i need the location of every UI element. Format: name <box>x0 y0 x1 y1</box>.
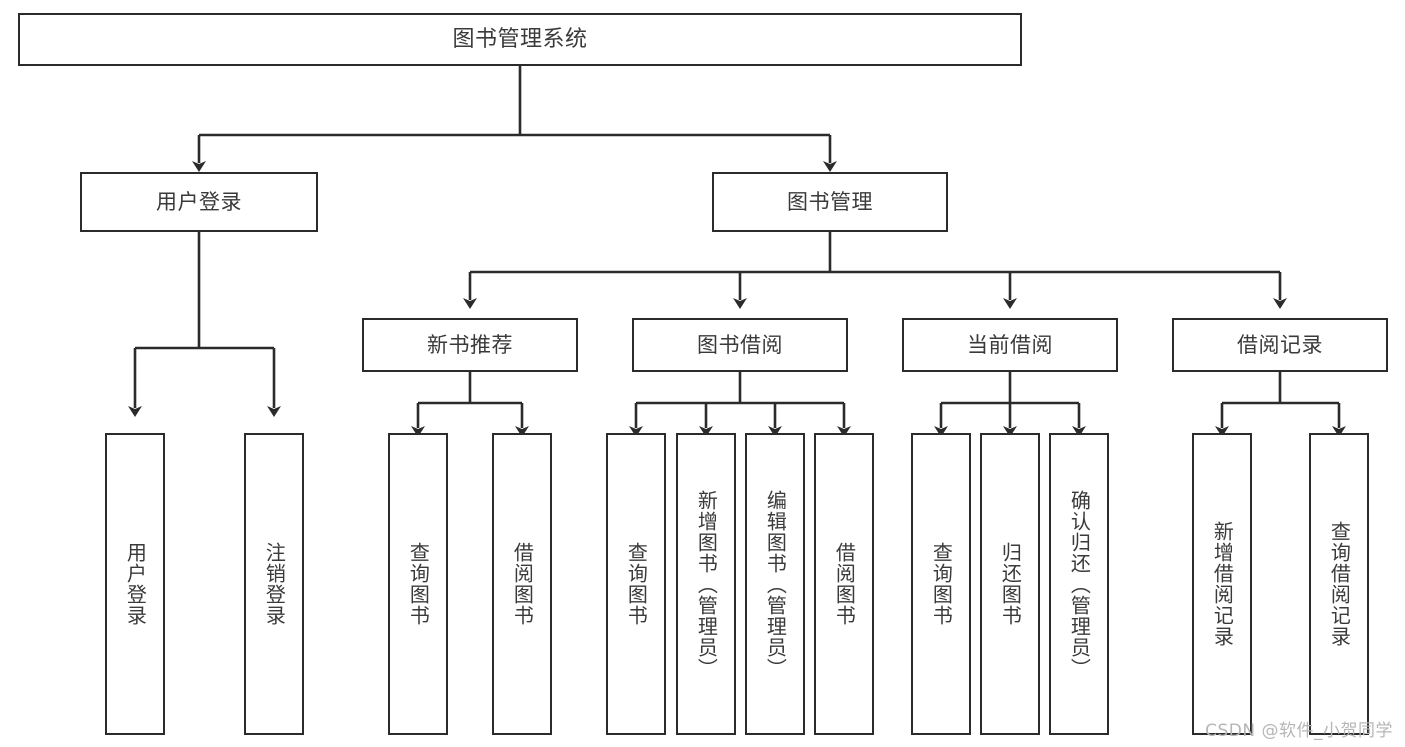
node-label: 当前借阅 <box>967 332 1053 357</box>
node-label: 编辑图书（管理员） <box>763 489 788 679</box>
node-root-book-management-system[interactable]: 图书管理系统 <box>18 13 1022 66</box>
leaf-new-book-borrow[interactable]: 借阅图书 <box>492 433 552 735</box>
node-label: 用户登录 <box>156 189 242 214</box>
node-user-login[interactable]: 用户登录 <box>80 172 318 232</box>
leaf-current-borrow-query[interactable]: 查询图书 <box>911 433 971 735</box>
node-label: 确认归还（管理员） <box>1067 489 1092 679</box>
leaf-user-login-login[interactable]: 用户登录 <box>105 433 165 735</box>
node-label: 查询图书 <box>406 542 431 626</box>
leaf-user-login-logout[interactable]: 注销登录 <box>244 433 304 735</box>
node-label: 图书管理系统 <box>452 26 588 52</box>
node-label: 新增图书（管理员） <box>694 489 719 679</box>
csdn-watermark: CSDN @软件_小贺同学 <box>1205 721 1393 741</box>
node-current-borrow[interactable]: 当前借阅 <box>902 318 1118 372</box>
node-label: 查询借阅记录 <box>1327 521 1352 647</box>
node-label: 新增借阅记录 <box>1210 521 1235 647</box>
node-label: 查询图书 <box>929 542 954 626</box>
leaf-book-borrow-query[interactable]: 查询图书 <box>606 433 666 735</box>
leaf-book-borrow-add[interactable]: 新增图书（管理员） <box>676 433 736 735</box>
node-label: 归还图书 <box>998 542 1023 626</box>
leaf-borrow-records-query[interactable]: 查询借阅记录 <box>1309 433 1369 735</box>
node-label: 图书管理 <box>787 189 873 214</box>
node-label: 借阅记录 <box>1237 332 1323 357</box>
node-book-borrow[interactable]: 图书借阅 <box>632 318 848 372</box>
node-label: 用户登录 <box>123 542 148 626</box>
node-new-book-recommend[interactable]: 新书推荐 <box>362 318 578 372</box>
node-label: 借阅图书 <box>510 542 535 626</box>
node-label: 查询图书 <box>624 542 649 626</box>
leaf-borrow-records-add[interactable]: 新增借阅记录 <box>1192 433 1252 735</box>
node-book-management[interactable]: 图书管理 <box>712 172 948 232</box>
leaf-new-book-query[interactable]: 查询图书 <box>388 433 448 735</box>
leaf-current-borrow-return[interactable]: 归还图书 <box>980 433 1040 735</box>
node-label: 新书推荐 <box>427 332 513 357</box>
leaf-book-borrow-edit[interactable]: 编辑图书（管理员） <box>745 433 805 735</box>
leaf-book-borrow-borrow[interactable]: 借阅图书 <box>814 433 874 735</box>
node-label: 图书借阅 <box>697 332 783 357</box>
node-label: 注销登录 <box>262 542 287 626</box>
node-borrow-records[interactable]: 借阅记录 <box>1172 318 1388 372</box>
node-label: 借阅图书 <box>832 542 857 626</box>
leaf-current-borrow-confirm-return[interactable]: 确认归还（管理员） <box>1049 433 1109 735</box>
